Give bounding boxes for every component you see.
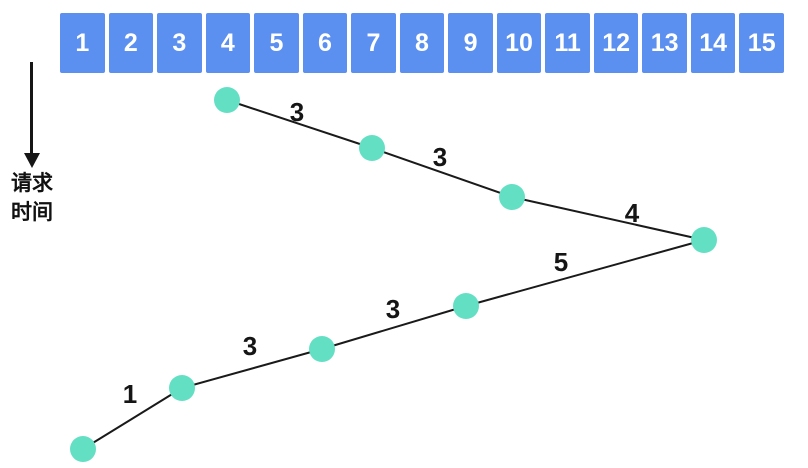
request-node-3 — [499, 184, 525, 210]
edge-weight-label: 1 — [123, 379, 137, 409]
time-axis-label-line1: 请求 — [11, 172, 53, 195]
time-axis-label-line2: 时间 — [11, 201, 53, 224]
timeline-cell-15: 15 — [739, 13, 784, 73]
edge-weight-label: 3 — [290, 97, 304, 127]
request-node-6 — [309, 336, 335, 362]
request-node-4 — [691, 227, 717, 253]
timeline-cell-14: 14 — [690, 13, 736, 73]
timeline-cell-3: 3 — [157, 13, 202, 73]
timeline-cell-10: 10 — [496, 13, 542, 73]
request-node-5 — [453, 293, 479, 319]
request-path-edge — [465, 239, 705, 307]
edge-weight-label: 4 — [625, 198, 640, 228]
timeline-cell-7: 7 — [351, 13, 396, 73]
timeline-cell-5: 5 — [254, 13, 299, 73]
time-axis-line — [30, 62, 33, 154]
down-arrow-icon — [24, 153, 40, 168]
timeline-cell-12: 12 — [593, 13, 639, 73]
request-path-edge — [181, 348, 323, 389]
timeline-cell-4: 4 — [205, 13, 251, 73]
timeline-cell-1: 1 — [60, 13, 105, 73]
edge-weight-label: 3 — [243, 331, 257, 361]
request-path-edge — [511, 196, 705, 241]
request-path-edge — [82, 387, 183, 450]
timeline-cell-2: 2 — [108, 13, 154, 73]
request-node-8 — [70, 436, 96, 462]
edge-weight-label: 3 — [386, 294, 400, 324]
timeline-cell-9: 9 — [448, 13, 493, 73]
request-node-7 — [169, 375, 195, 401]
timeline-cell-11: 11 — [545, 13, 590, 73]
timeline-cell-13: 13 — [642, 13, 687, 73]
request-path-edge — [371, 147, 513, 198]
request-path-edge — [321, 305, 467, 350]
timeline-cell-8: 8 — [399, 13, 445, 73]
timeline-cell-6: 6 — [302, 13, 348, 73]
request-node-1 — [214, 87, 240, 113]
request-path-edge — [226, 99, 373, 149]
time-axis-label: 请求 时间 — [4, 169, 60, 227]
edge-weight-label: 3 — [433, 142, 447, 172]
request-node-2 — [359, 135, 385, 161]
edge-weight-label: 5 — [554, 247, 568, 277]
